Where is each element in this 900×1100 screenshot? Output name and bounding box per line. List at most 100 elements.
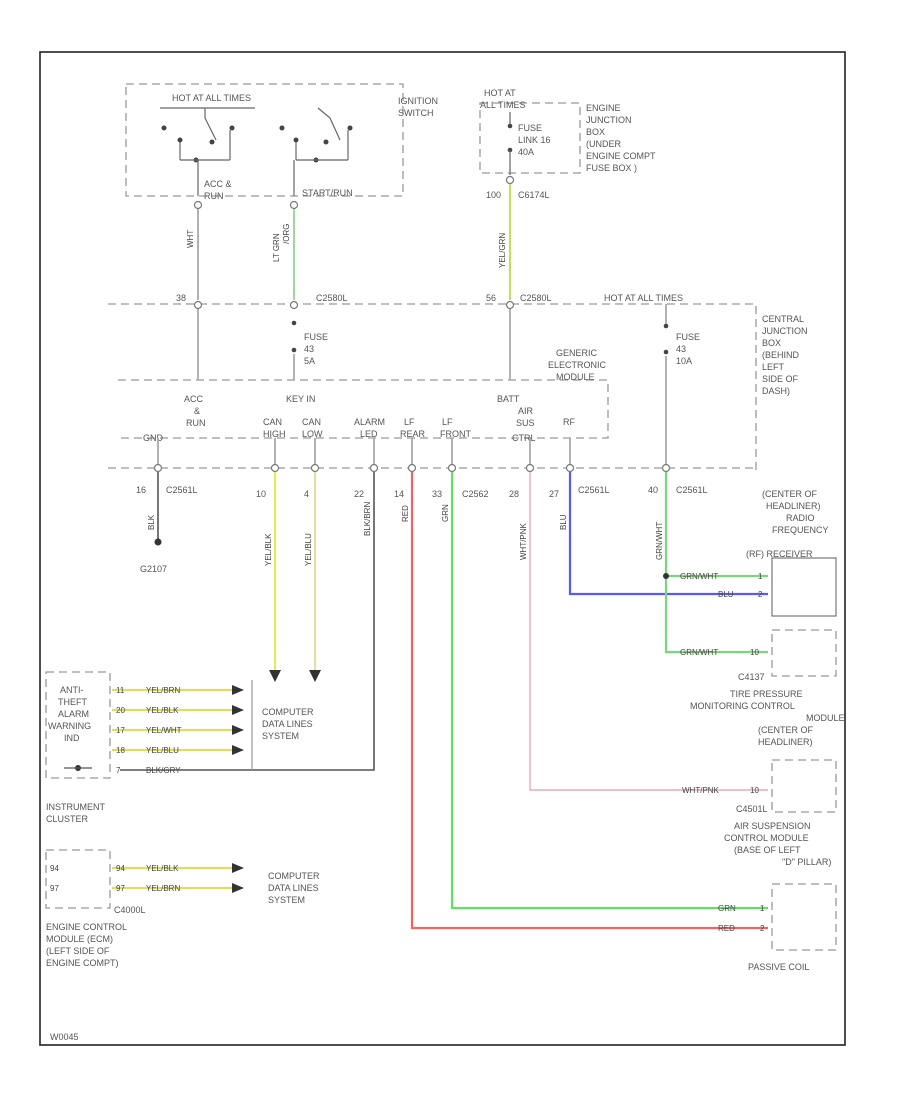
tire-pressure-module: GRN/WHT 10 C4137 TIRE PRESSURE MONITORIN… bbox=[680, 629, 845, 747]
svg-text:97: 97 bbox=[116, 884, 125, 893]
svg-text:28: 28 bbox=[509, 489, 519, 499]
engine-control-module: 94 97 94 97 YEL/BLK YEL/BRN C4000L ENGIN… bbox=[45, 849, 320, 968]
svg-text:43: 43 bbox=[304, 344, 314, 354]
svg-text:4: 4 bbox=[304, 489, 309, 499]
svg-text:INSTRUMENT: INSTRUMENT bbox=[46, 802, 105, 812]
svg-text:YEL/BLK: YEL/BLK bbox=[146, 864, 179, 873]
svg-text:RED: RED bbox=[401, 505, 410, 522]
svg-text:40: 40 bbox=[648, 485, 658, 495]
instrument-cluster: ANTI- THEFT ALARM WARNING IND INSTRUMENT… bbox=[45, 671, 314, 824]
svg-text:START/RUN: START/RUN bbox=[302, 188, 353, 198]
svg-text:MONITORING CONTROL: MONITORING CONTROL bbox=[690, 701, 795, 711]
svg-text:"D" PILLAR): "D" PILLAR) bbox=[782, 857, 831, 867]
svg-text:THEFT: THEFT bbox=[58, 697, 87, 707]
svg-text:27: 27 bbox=[549, 489, 559, 499]
svg-text:HOT AT ALL TIMES: HOT AT ALL TIMES bbox=[604, 293, 683, 303]
svg-text:BOX: BOX bbox=[586, 127, 605, 137]
svg-text:DASH): DASH) bbox=[762, 386, 790, 396]
svg-text:7: 7 bbox=[116, 766, 121, 775]
svg-text:YEL/BLK: YEL/BLK bbox=[264, 533, 273, 566]
svg-text:/ORG: /ORG bbox=[282, 224, 291, 244]
svg-text:10: 10 bbox=[256, 489, 266, 499]
svg-text:38: 38 bbox=[176, 293, 186, 303]
svg-text:C2580L: C2580L bbox=[520, 293, 552, 303]
svg-text:MODULE: MODULE bbox=[556, 372, 595, 382]
svg-text:BLK: BLK bbox=[147, 514, 156, 530]
svg-text:WHT/PNK: WHT/PNK bbox=[519, 522, 528, 560]
svg-text:CAN: CAN bbox=[302, 417, 321, 427]
svg-text:ENGINE COMPT: ENGINE COMPT bbox=[586, 151, 656, 161]
svg-text:11: 11 bbox=[116, 686, 125, 695]
svg-text:RF: RF bbox=[563, 417, 575, 427]
svg-text:GENERIC: GENERIC bbox=[556, 348, 598, 358]
svg-text:FRONT: FRONT bbox=[440, 429, 471, 439]
svg-text:2: 2 bbox=[758, 590, 763, 599]
svg-text:SUS: SUS bbox=[516, 418, 535, 428]
svg-text:ALARM: ALARM bbox=[354, 417, 385, 427]
svg-text:94: 94 bbox=[116, 864, 125, 873]
svg-text:ACC &: ACC & bbox=[204, 179, 232, 189]
svg-text:CLUSTER: CLUSTER bbox=[46, 814, 89, 824]
svg-text:20: 20 bbox=[116, 706, 125, 715]
svg-text:YEL/BLK: YEL/BLK bbox=[146, 706, 179, 715]
svg-text:ENGINE COMPT): ENGINE COMPT) bbox=[46, 958, 119, 968]
svg-text:CTRL: CTRL bbox=[512, 433, 536, 443]
svg-text:10: 10 bbox=[750, 648, 759, 657]
svg-text:ALARM: ALARM bbox=[58, 709, 89, 719]
svg-text:FUSE BOX ): FUSE BOX ) bbox=[586, 163, 637, 173]
svg-text:RED: RED bbox=[718, 924, 735, 933]
svg-text:HOT AT ALL TIMES: HOT AT ALL TIMES bbox=[172, 93, 251, 103]
svg-text:ENGINE CONTROL: ENGINE CONTROL bbox=[46, 922, 127, 932]
svg-text:33: 33 bbox=[432, 489, 442, 499]
svg-text:CAN: CAN bbox=[263, 417, 282, 427]
svg-text:SWITCH: SWITCH bbox=[398, 108, 434, 118]
svg-text:10: 10 bbox=[750, 786, 759, 795]
generic-electronic-module: GENERIC ELECTRONIC MODULE ACC & RUN KEY … bbox=[118, 309, 609, 443]
svg-text:CENTRAL: CENTRAL bbox=[762, 314, 804, 324]
svg-text:18: 18 bbox=[116, 746, 125, 755]
svg-text:BLU: BLU bbox=[559, 514, 568, 530]
central-junction-box: 38 C2580L 56 C2580L HOT AT ALL TIMES FUS… bbox=[108, 293, 808, 470]
svg-text:MODULE (ECM): MODULE (ECM) bbox=[46, 934, 113, 944]
svg-text:LINK 16: LINK 16 bbox=[518, 135, 551, 145]
svg-text:C2562: C2562 bbox=[462, 489, 489, 499]
svg-text:GRN: GRN bbox=[718, 904, 736, 913]
svg-text:(UNDER: (UNDER bbox=[586, 139, 621, 149]
rf-receiver: (CENTER OF HEADLINER) RADIO FREQUENCY (R… bbox=[680, 489, 837, 617]
svg-text:BLU: BLU bbox=[718, 590, 734, 599]
svg-text:CONTROL MODULE: CONTROL MODULE bbox=[724, 833, 809, 843]
svg-text:YEL/BLU: YEL/BLU bbox=[304, 533, 313, 566]
svg-text:SIDE OF: SIDE OF bbox=[762, 374, 799, 384]
engine-junction-box: HOT AT ALL TIMES FUSE LINK 16 40A ENGINE… bbox=[479, 88, 656, 200]
svg-text:HEADLINER): HEADLINER) bbox=[758, 737, 813, 747]
svg-text:&: & bbox=[194, 406, 200, 416]
svg-text:JUNCTION: JUNCTION bbox=[586, 115, 632, 125]
svg-text:17: 17 bbox=[116, 726, 125, 735]
svg-text:1: 1 bbox=[760, 904, 765, 913]
svg-text:C4137: C4137 bbox=[738, 672, 765, 682]
svg-text:5A: 5A bbox=[304, 356, 315, 366]
svg-text:40A: 40A bbox=[518, 147, 534, 157]
svg-text:LT GRN: LT GRN bbox=[272, 233, 281, 262]
svg-text:PASSIVE COIL: PASSIVE COIL bbox=[748, 962, 809, 972]
svg-text:SYSTEM: SYSTEM bbox=[262, 731, 299, 741]
svg-text:TIRE PRESSURE: TIRE PRESSURE bbox=[730, 689, 803, 699]
svg-text:WHT/PNK: WHT/PNK bbox=[682, 786, 720, 795]
svg-text:HEADLINER): HEADLINER) bbox=[766, 501, 821, 511]
svg-text:BOX: BOX bbox=[762, 338, 781, 348]
svg-text:DATA LINES: DATA LINES bbox=[262, 719, 313, 729]
svg-text:1: 1 bbox=[758, 572, 763, 581]
svg-text:(CENTER OF: (CENTER OF bbox=[758, 725, 814, 735]
svg-text:ENGINE: ENGINE bbox=[586, 103, 621, 113]
svg-text:RADIO: RADIO bbox=[786, 513, 815, 523]
svg-text:IGNITION: IGNITION bbox=[398, 96, 438, 106]
svg-text:GRN/WHT: GRN/WHT bbox=[680, 648, 718, 657]
svg-text:14: 14 bbox=[394, 489, 404, 499]
svg-text:FUSE: FUSE bbox=[304, 332, 328, 342]
diagram-frame bbox=[39, 51, 846, 1046]
passive-coil: GRN RED 1 2 PASSIVE COIL bbox=[718, 883, 837, 972]
svg-text:10A: 10A bbox=[676, 356, 692, 366]
svg-text:ACC: ACC bbox=[184, 394, 204, 404]
svg-text:(BASE OF LEFT: (BASE OF LEFT bbox=[734, 845, 801, 855]
